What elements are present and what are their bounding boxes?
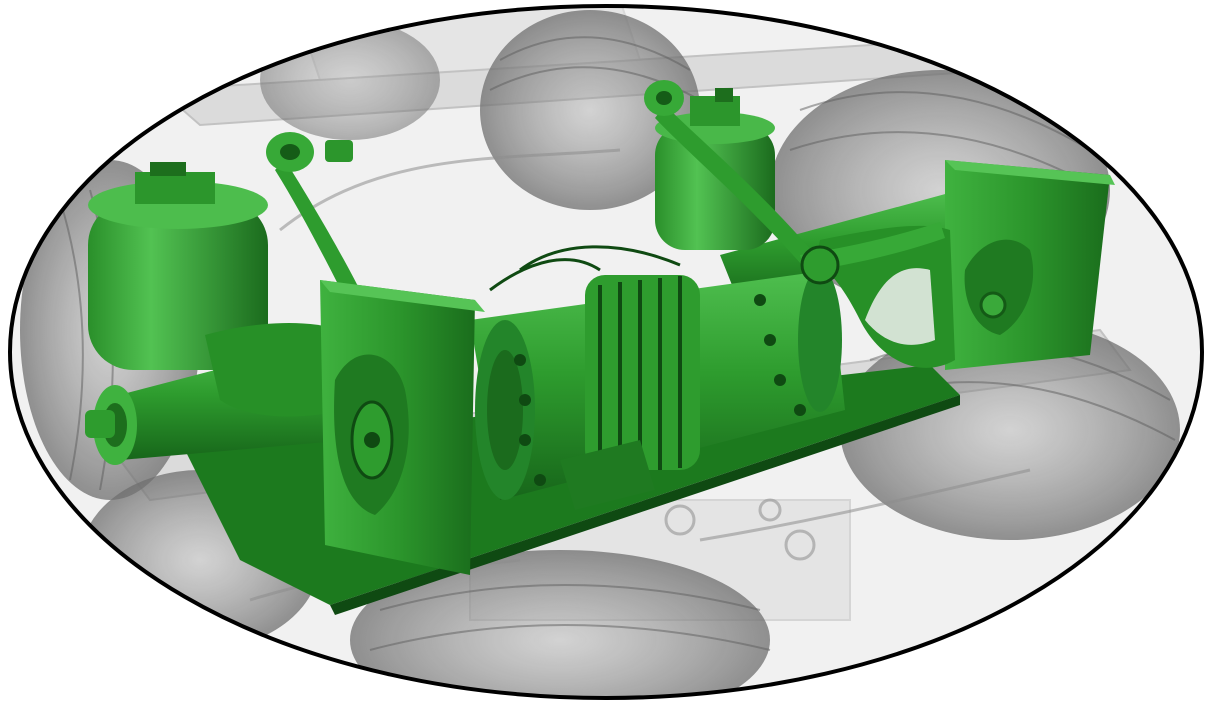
- right-hanger-bracket: [945, 160, 1115, 370]
- center-motor-housing: [470, 245, 845, 510]
- left-hanger-bracket: [320, 280, 485, 575]
- left-air-spring: [88, 162, 268, 370]
- oval-frame: [8, 4, 1204, 700]
- left-trailing-arm: [205, 323, 345, 417]
- left-upper-link: [275, 160, 365, 308]
- right-air-spring: [655, 88, 775, 250]
- green-axle-assembly: [85, 80, 1115, 615]
- housing-bolts: [514, 294, 806, 486]
- right-upper-link: [655, 105, 820, 272]
